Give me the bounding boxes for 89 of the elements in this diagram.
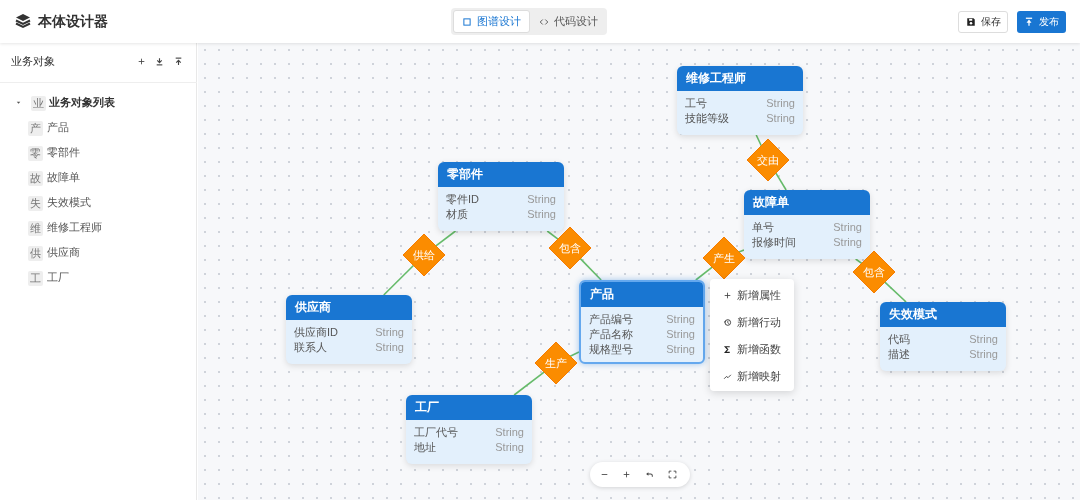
initial-tag: 业 [31, 96, 46, 111]
attribute-type: String [527, 208, 556, 221]
tree-group-label: 业务对象列表 [49, 95, 115, 109]
relationship-label: 包含 [559, 241, 581, 255]
attribute-type: String [666, 313, 695, 326]
tree-item-label: 失效模式 [47, 195, 91, 209]
connector-line [579, 257, 602, 281]
initial-tag: 故 [28, 171, 43, 186]
entity-card [677, 66, 803, 135]
connector-line [854, 258, 863, 265]
connector-line [569, 351, 580, 358]
tree-item-label: 零部件 [47, 145, 80, 159]
relationship-label: 交由 [757, 153, 779, 167]
attribute-type: String [495, 426, 524, 439]
tree-item-label: 故障单 [47, 170, 80, 184]
attribute-type: String [375, 341, 404, 354]
attribute-name: 工号 [685, 97, 707, 110]
attribute-name: 技能等级 [685, 112, 729, 125]
connector-line [513, 371, 545, 396]
tree-item-label: 维修工程师 [47, 220, 102, 234]
attribute-type: String [766, 112, 795, 125]
attribute-type: String [375, 326, 404, 339]
attribute-type: String [666, 343, 695, 356]
connector-line [435, 230, 457, 247]
attribute-name: 材质 [446, 208, 468, 221]
entity-card [579, 280, 705, 364]
tree-item-label: 供应商 [47, 245, 80, 259]
initial-tag: 零 [28, 146, 43, 161]
relationship-label: 产生 [713, 251, 735, 265]
connector-line [738, 249, 745, 253]
connector-line [884, 281, 907, 303]
attribute-type: String [766, 97, 795, 110]
entity-card [438, 162, 564, 231]
entity-title: 产品 [581, 282, 703, 307]
attribute-type: String [495, 441, 524, 454]
attribute-name: 工厂代号 [414, 426, 458, 439]
entity-title: 供应商 [286, 295, 412, 320]
attribute-type: String [527, 193, 556, 206]
tab: 代码设计 [531, 10, 605, 33]
attribute-type: String [833, 221, 862, 234]
attribute-name: 描述 [888, 348, 910, 361]
relationship-diamond [853, 251, 895, 293]
connector-line [546, 230, 559, 240]
initial-tag: 维 [28, 221, 43, 236]
connector-line [695, 266, 713, 281]
tree-item-label: 产品 [47, 120, 69, 134]
initial-tag: 工 [28, 271, 43, 286]
attribute-name: 零件ID [446, 193, 479, 206]
entity-card [406, 395, 532, 464]
attribute-type: String [969, 333, 998, 346]
attribute-name: 报修时间 [752, 236, 796, 249]
tree-item-label: 工厂 [47, 270, 69, 284]
connector-line [382, 264, 415, 296]
panel-heading: 业务对象 [11, 54, 55, 68]
connector-line [775, 172, 787, 191]
relationship-diamond [747, 139, 789, 181]
attribute-name: 联系人 [294, 341, 327, 354]
attribute-name: 供应商ID [294, 326, 338, 339]
entity-card [286, 295, 412, 364]
entity-title: 维修工程师 [677, 66, 803, 91]
app-title: 本体设计器 [38, 14, 108, 28]
relationship-label: 包含 [863, 265, 885, 279]
relationship-diamond [403, 234, 445, 276]
initial-tag: 失 [28, 196, 43, 211]
tab: 图谱设计 [453, 10, 530, 33]
attribute-name: 规格型号 [589, 343, 633, 356]
attribute-name: 地址 [414, 441, 436, 454]
connector-line [755, 134, 763, 147]
relationship-label: 生产 [545, 356, 567, 370]
relationship-label: 供给 [413, 248, 435, 262]
relationship-diamond [535, 342, 577, 384]
attribute-type: String [666, 328, 695, 341]
entity-title: 零部件 [438, 162, 564, 187]
entity-card [880, 302, 1006, 371]
attribute-name: 产品编号 [589, 313, 633, 326]
entity-title: 故障单 [744, 190, 870, 215]
entity-card [744, 190, 870, 259]
save-button: 保存 [958, 11, 1008, 33]
attribute-type: String [833, 236, 862, 249]
entity-title: 工厂 [406, 395, 532, 420]
initial-tag: 供 [28, 246, 43, 261]
attribute-name: 产品名称 [589, 328, 633, 341]
attribute-type: String [969, 348, 998, 361]
relationship-diamond [549, 227, 591, 269]
attribute-name: 代码 [888, 333, 910, 346]
publish-button: 发布 [1017, 11, 1066, 33]
entity-title: 失效模式 [880, 302, 1006, 327]
initial-tag: 产 [28, 121, 43, 136]
attribute-name: 单号 [752, 221, 774, 234]
